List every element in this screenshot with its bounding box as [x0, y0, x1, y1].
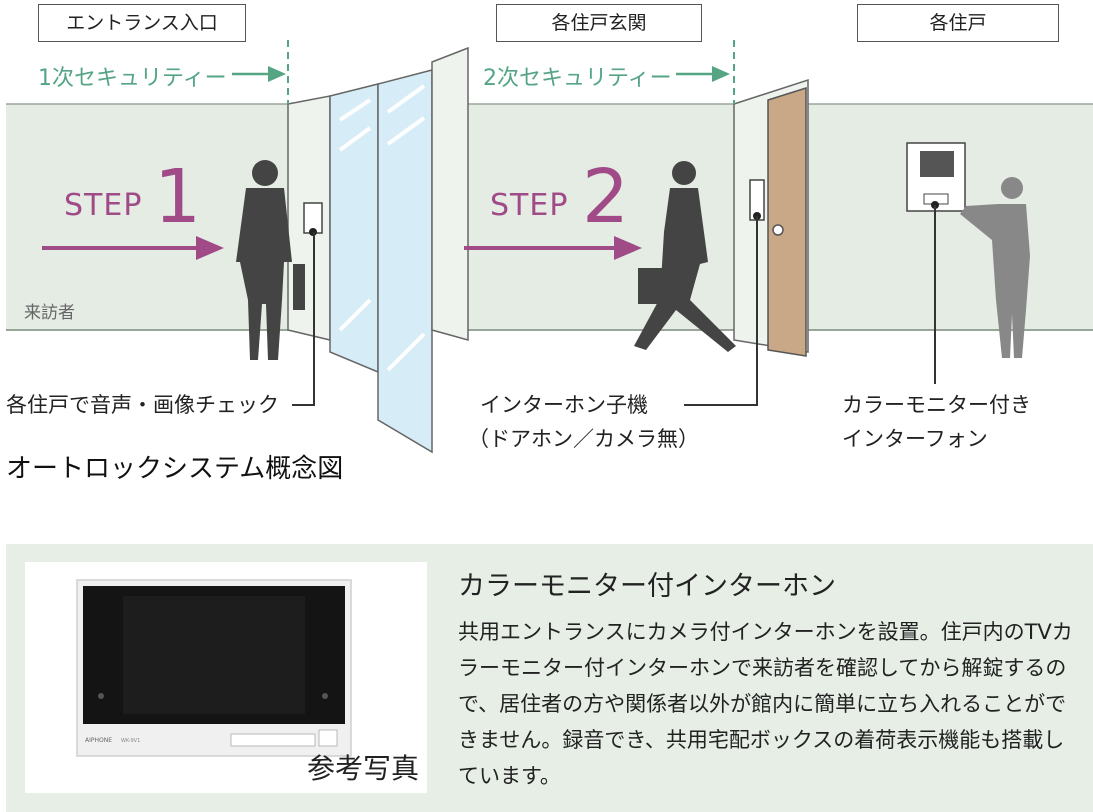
visitor-figure-walking: [634, 161, 736, 352]
zone-label-unit-door: 各住戸玄関: [496, 4, 702, 42]
callout-monitor-line2: インターフォン: [842, 427, 988, 451]
security-arrow-2: [712, 66, 730, 82]
step1-number: 1: [154, 154, 202, 240]
product-description: 共用エントランスにカメラ付インターホンを設置。住戸内のTVカラーモニター付インタ…: [458, 620, 1073, 788]
device-brand: AIPHONE: [85, 737, 112, 744]
product-title: カラーモニター付インターホン: [458, 571, 836, 602]
concept-title: オートロックシステム概念図: [6, 454, 344, 484]
callout-door-unit-line1: インターホン子機: [480, 393, 648, 417]
diagram-artwork: [6, 40, 1093, 454]
visitor-figure-standing: [236, 160, 305, 360]
zone-label-entrance: エントランス入口: [38, 4, 246, 42]
step2-number: 2: [582, 154, 630, 240]
visitor-label: 来訪者: [24, 303, 75, 323]
reference-photo: AIPHONE WK-9V1 参考写真: [25, 562, 427, 793]
callout-door-unit-line2: （ドアホン／カメラ無）: [468, 427, 699, 451]
step2-word: STEP: [490, 188, 569, 223]
unit-door: [733, 78, 809, 357]
security-label-first: 1次セキュリティー: [38, 66, 227, 91]
callout-entrance-panel: 各住戸で音声・画像チェック: [6, 393, 279, 417]
step1-word: STEP: [64, 188, 143, 223]
callout-line-door-unit: [684, 216, 758, 406]
photo-caption: 参考写真: [306, 752, 419, 785]
callout-line-entrance: [292, 232, 315, 406]
security-arrow-1: [268, 66, 286, 82]
indoor-monitor: [906, 142, 966, 212]
monitor-photo-artwork: AIPHONE WK-9V1: [76, 579, 352, 757]
auto-lock-diagram: エントランス入口 各住戸玄関 各住戸 1次セキュリティー 2次セキュリティー S…: [6, 4, 1093, 484]
step2-arrow: [614, 236, 642, 260]
wall-band: [6, 104, 1093, 330]
callout-monitor-line1: カラーモニター付き: [842, 393, 1031, 417]
device-model: WK-9V1: [121, 738, 140, 744]
zone-label-unit: 各住戸: [857, 4, 1059, 42]
security-label-second: 2次セキュリティー: [483, 66, 672, 91]
resident-figure: [960, 177, 1030, 358]
product-info-panel: AIPHONE WK-9V1 参考写真 カラーモニター付インターホン 共用エント…: [6, 544, 1093, 812]
step1-arrow: [196, 236, 224, 260]
